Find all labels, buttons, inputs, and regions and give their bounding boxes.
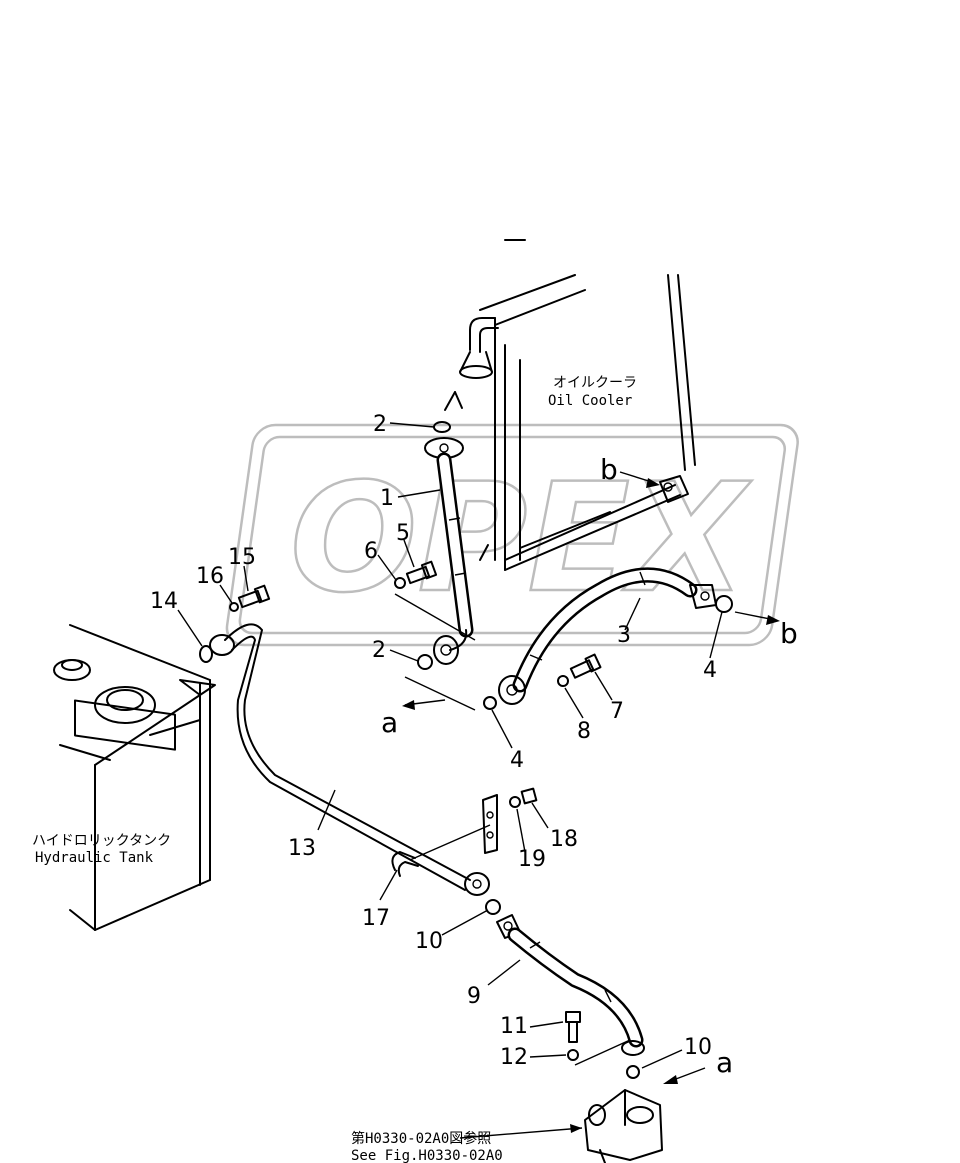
callout-3: 3 [617,623,631,648]
callout-4-right: 4 [703,658,717,683]
o-ring-14 [199,645,213,663]
callout-10-bottom: 10 [684,1035,712,1060]
callout-9: 9 [467,984,481,1009]
oil-cooler-label-jp: オイルクーラ [553,375,637,391]
hydraulic-tank-label-jp: ハイドロリックタンク [32,833,171,849]
o-ring-2-bottom [417,654,433,670]
arrow-b-right [766,615,780,625]
bolt-15 [237,584,271,609]
hydraulic-tank-label-en: Hydraulic Tank [35,850,154,866]
callout-11: 11 [500,1014,528,1039]
clamp-17 [391,851,419,877]
callout-18: 18 [550,827,578,852]
callout-14: 14 [150,589,178,614]
tube-13 [209,623,490,896]
callout-16: 16 [196,564,224,589]
washer-12 [567,1049,579,1061]
arrow-a-right [663,1075,678,1084]
letter-a-left: a [381,706,398,739]
washer-19 [509,796,521,808]
callout-5: 5 [396,521,410,546]
o-ring-4-bottom [483,696,497,710]
oil-cooler-outline [444,239,696,571]
oil-cooler-label-en: Oil Cooler [548,393,632,409]
washer-16 [229,602,239,612]
callout-2-bottom: 2 [372,638,386,663]
leader-lines [177,422,723,1069]
callout-19: 19 [518,847,546,872]
washer-8 [557,675,569,687]
arrow-b-top [646,478,660,488]
see-fig-label-jp: 第H0330-02A0図参照 [351,1130,491,1147]
hose-3 [498,567,717,705]
callout-17: 17 [362,906,390,931]
callout-8: 8 [577,719,591,744]
callout-13: 13 [288,836,316,861]
see-fig-label-en: See Fig.H0330-02A0 [351,1148,503,1163]
hose-9 [496,914,645,1056]
callout-10-top: 10 [415,929,443,954]
hose-1 [424,437,474,665]
callout-15: 15 [228,545,256,570]
nut-18 [520,787,538,805]
o-ring-10-top [485,899,501,915]
o-ring-4-right [715,595,733,613]
letter-b-top: b [600,453,618,486]
callout-1: 1 [380,486,394,511]
callout-6: 6 [364,539,378,564]
callout-2-top: 2 [373,412,387,437]
o-ring-10-bottom [626,1065,640,1079]
watermark-logo: OPEX [225,423,799,647]
callout-7: 7 [610,699,624,724]
o-ring-2-top [433,421,451,433]
arrow-a-left [402,700,415,710]
valve-block [584,1089,663,1163]
hydraulic-tank [53,624,216,931]
bolt-5 [405,560,438,585]
bolt-7 [569,653,602,679]
letter-a-right: a [716,1046,733,1079]
letter-b-right: b [780,617,798,650]
callout-12: 12 [500,1045,528,1070]
callout-4-bottom: 4 [510,748,524,773]
bolt-11 [565,1011,581,1043]
bracket-19 [482,794,498,854]
washer-6 [394,577,406,589]
